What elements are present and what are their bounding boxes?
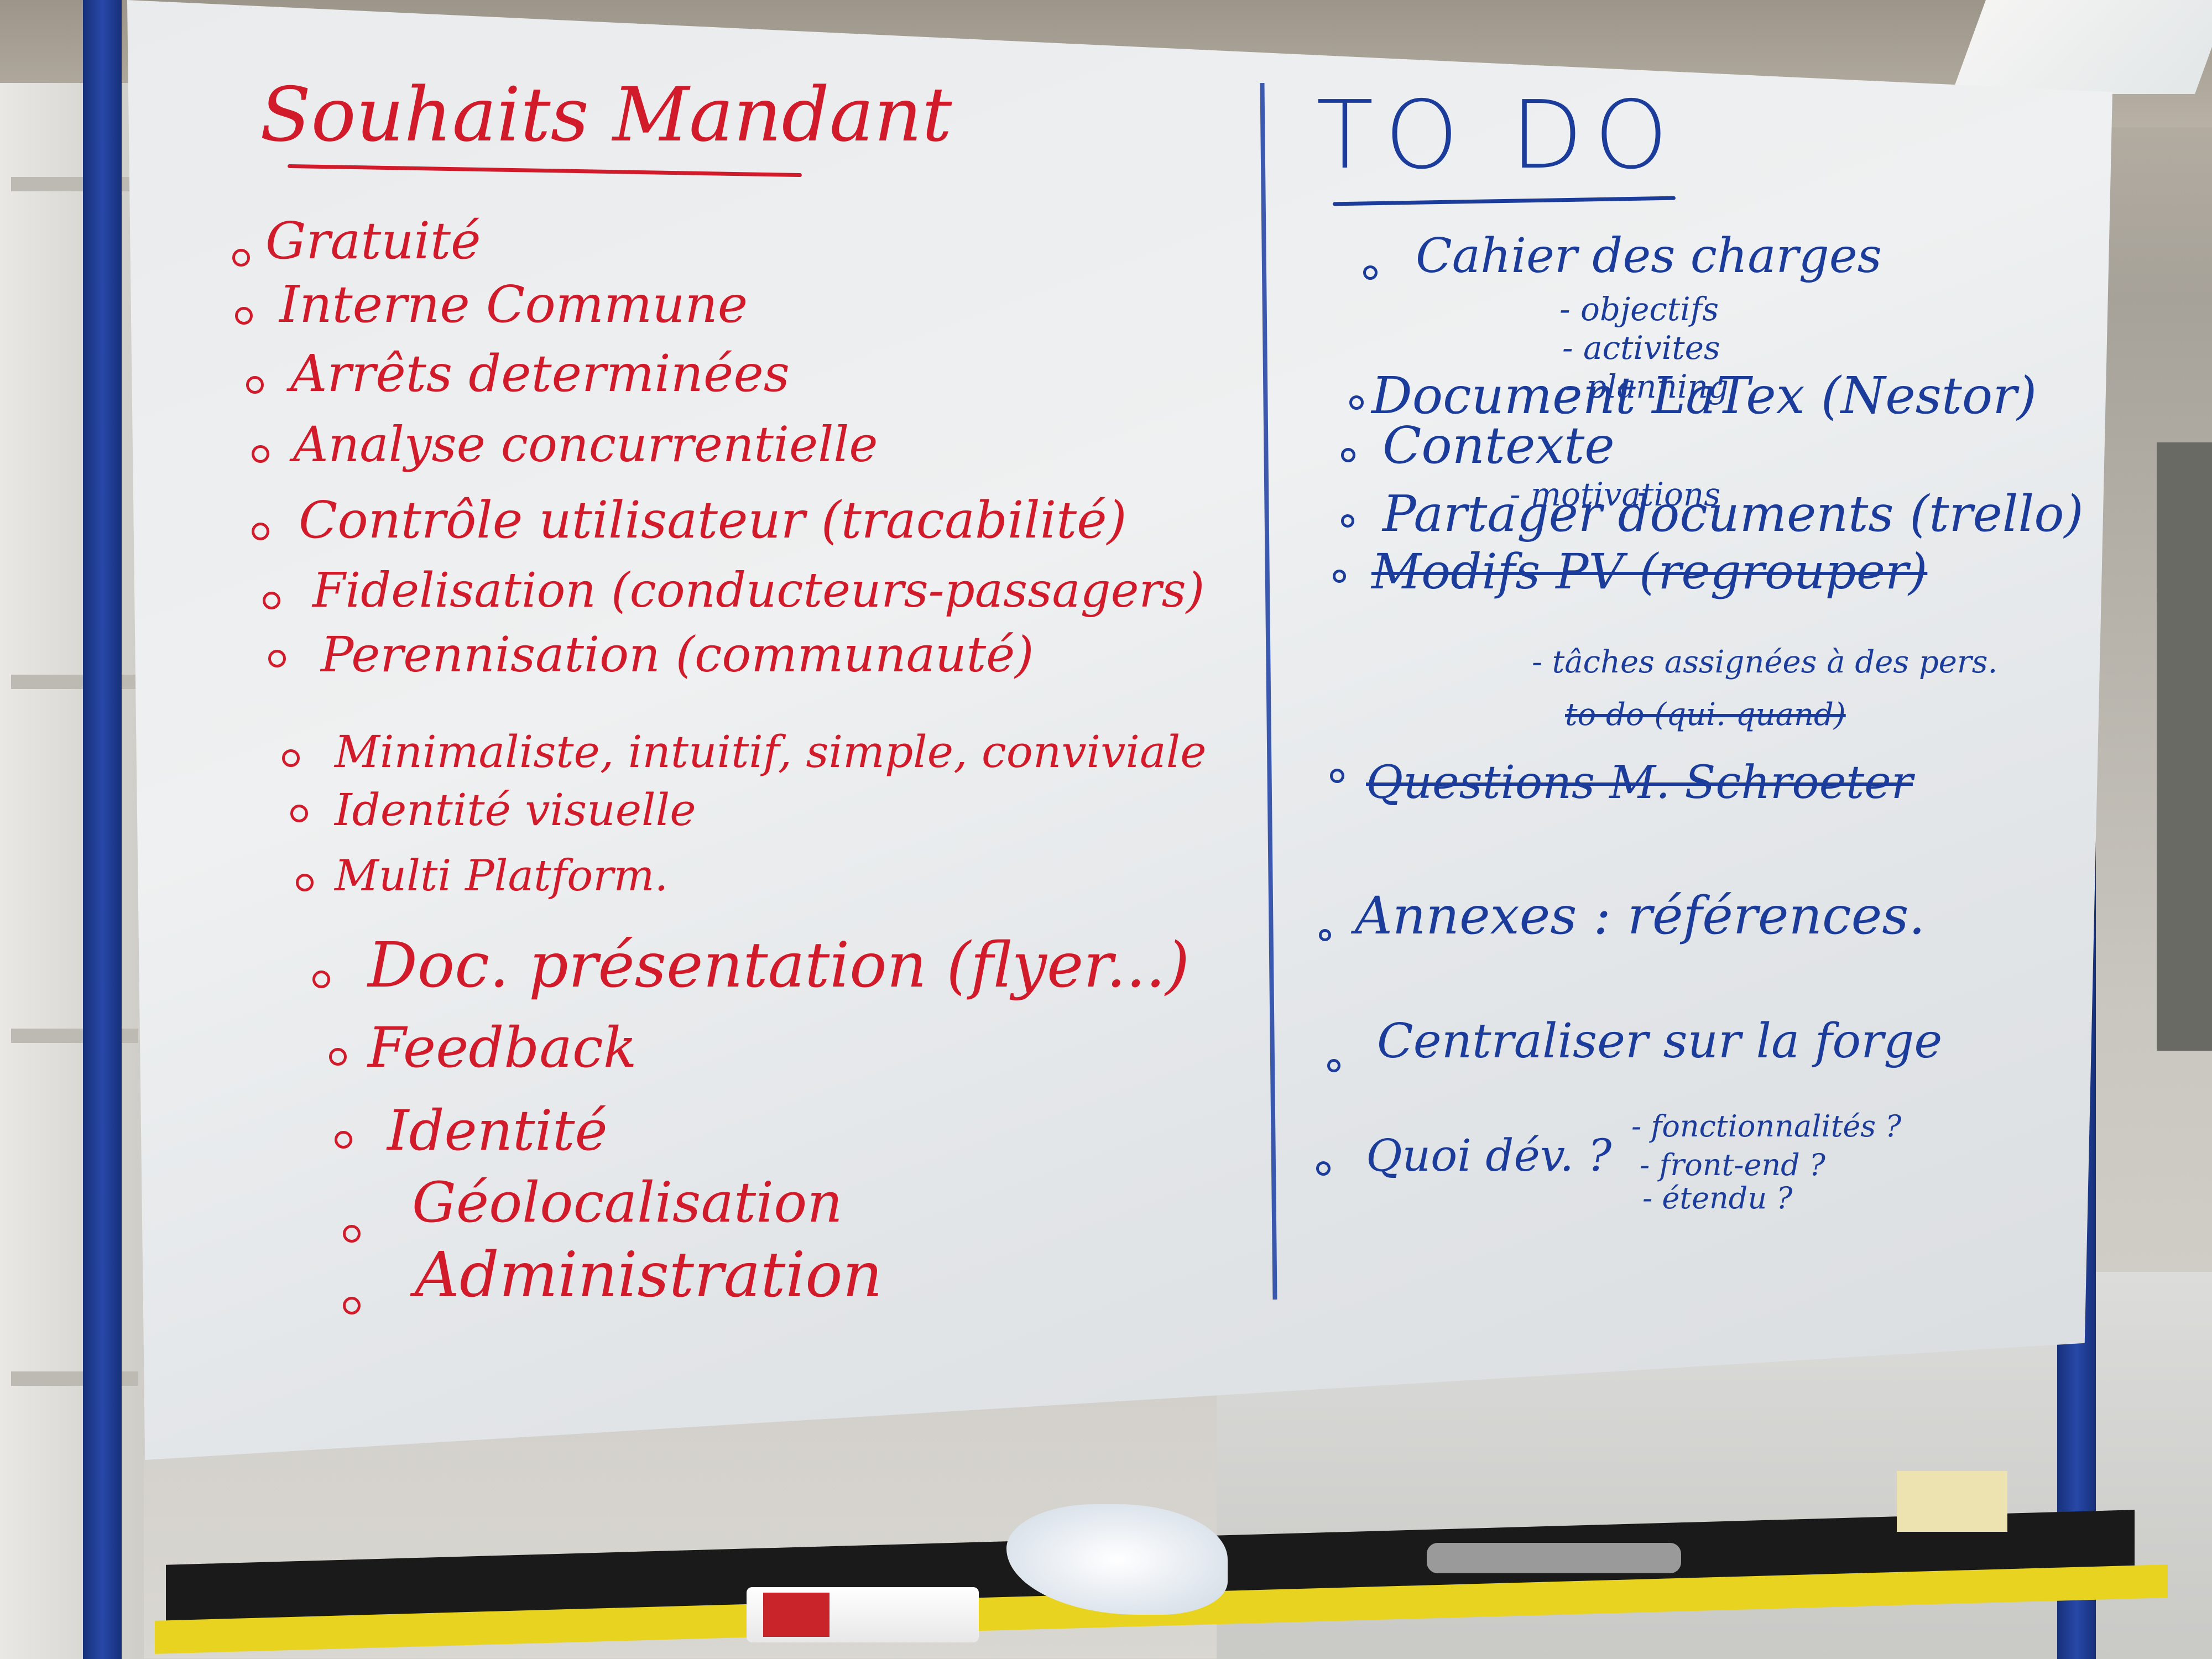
bullet — [235, 307, 253, 325]
bullet — [252, 523, 269, 540]
bullet — [343, 1297, 361, 1314]
whiteboard — [127, 0, 2112, 1460]
bullet — [1319, 929, 1331, 941]
left-item: Identité visuelle — [335, 784, 696, 836]
bullet — [1341, 448, 1355, 462]
left-item: Géolocalisation — [412, 1170, 843, 1235]
bullet — [343, 1225, 361, 1243]
left-item: Feedback — [368, 1015, 637, 1080]
bullet — [252, 445, 269, 463]
bullet — [232, 249, 250, 267]
right-subitem: - front-end ? — [1640, 1147, 1825, 1182]
bullet — [282, 749, 300, 767]
bullet — [335, 1131, 352, 1149]
right-subitem: - activites — [1562, 329, 1720, 367]
right-item: Partager documents (trello) — [1383, 485, 2084, 543]
bullet — [296, 874, 314, 891]
left-item: Multi Platform. — [335, 851, 669, 901]
bullet — [329, 1048, 347, 1066]
bullet — [246, 376, 264, 394]
left-item: Arrêts determinées — [290, 344, 790, 403]
left-item: Doc. présentation (flyer...) — [368, 930, 1190, 1001]
ceiling-light — [1952, 0, 2212, 94]
bullet — [1327, 1059, 1340, 1072]
left-item: Identité — [387, 1098, 608, 1163]
right-item: Centraliser sur la forge — [1377, 1014, 1943, 1069]
left-item: Administration — [415, 1239, 883, 1311]
right-subitem: - fonctionnalités ? — [1631, 1109, 1902, 1144]
storage-shelves — [0, 83, 144, 1659]
right-item-struck: Questions M. Schroeter — [1366, 757, 1913, 809]
right-subitem: - motivations — [1510, 476, 1721, 513]
bullet — [1349, 395, 1364, 410]
left-item: Contrôle utilisateur (tracabilité) — [299, 491, 1127, 550]
bullet — [1316, 1161, 1331, 1176]
bullet — [290, 805, 308, 822]
bullet — [263, 592, 280, 609]
right-subitem: - étendu ? — [1642, 1181, 1793, 1215]
right-item: Contexte — [1383, 416, 1615, 475]
bullet — [1333, 570, 1346, 583]
right-title: TO DO — [1316, 81, 1679, 190]
marker — [1427, 1543, 1681, 1573]
left-item: Gratuité — [265, 211, 481, 270]
left-item: Minimaliste, intuitif, simple, convivial… — [335, 726, 1207, 778]
left-title: Souhaits Mandant — [260, 71, 952, 158]
left-item: Perennisation (communauté) — [321, 626, 1034, 683]
right-item-struck: Modifs PV (regrouper) — [1371, 543, 1928, 600]
left-item: Fidelisation (conducteurs-passagers) — [312, 563, 1205, 618]
right-subitem-struck: to do (qui. quand) — [1565, 697, 1846, 733]
right-subitem: - tâches assignées à des pers. — [1532, 644, 1998, 680]
right-item: Document LaTex (Nestor) — [1371, 366, 2037, 425]
bullet — [312, 971, 330, 988]
right-subitem: - planning — [1565, 368, 1729, 405]
bullet — [1330, 769, 1344, 783]
spray-bottle-label — [763, 1593, 830, 1637]
bullet — [1341, 514, 1354, 528]
right-item: Cahier des charges — [1416, 228, 1882, 284]
right-item: Quoi dév. ? — [1366, 1130, 1612, 1181]
board-eraser — [1897, 1471, 2007, 1532]
left-item: Analyse concurrentielle — [293, 416, 878, 473]
left-item: Interne Commune — [279, 275, 748, 334]
wall-panel — [2157, 442, 2212, 1051]
board-stand-left-post — [83, 0, 122, 1659]
right-item: Annexes : références. — [1355, 886, 1926, 946]
right-subitem: - objectifs — [1559, 290, 1719, 328]
bullet — [268, 650, 286, 667]
bullet — [1363, 265, 1378, 280]
